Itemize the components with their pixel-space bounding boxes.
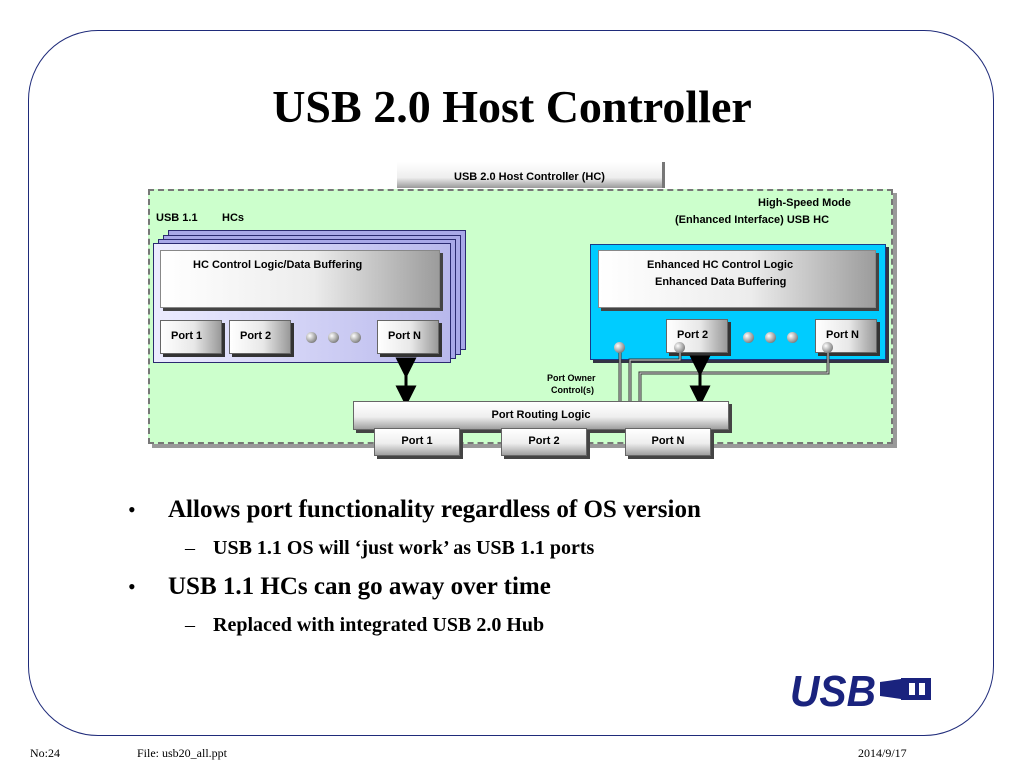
port-owner-label-1: Port Owner [547, 373, 596, 383]
slide-frame [28, 30, 994, 736]
bottom-port-1-label: Port 1 [401, 435, 433, 447]
footer-page-number: No:24 [30, 746, 60, 760]
sub-bullet-marker: – [185, 537, 195, 559]
bottom-port-n: Port N [625, 428, 711, 456]
legacy-port-2: Port 2 [229, 320, 291, 354]
port-routing-logic-box: Port Routing Logic [353, 401, 729, 430]
usb-plug-icon [880, 678, 931, 700]
port-connector-dot [674, 342, 685, 353]
ellipsis-dot [765, 332, 776, 343]
usb-logo-text: USB [790, 667, 876, 716]
bottom-port-n-label: Port N [651, 435, 685, 447]
hcs-label: HCs [222, 212, 245, 224]
legacy-logic-box: HC Control Logic/Data Buffering [160, 250, 440, 308]
legacy-port-2-label: Port 2 [240, 330, 272, 342]
ellipsis-dot [328, 332, 339, 343]
bullet-marker: • [128, 574, 136, 599]
slide-title: USB 2.0 Host Controller [272, 81, 752, 132]
usb-logo: USB [790, 667, 931, 716]
enhanced-logic-box: Enhanced HC Control Logic Enhanced Data … [598, 250, 876, 308]
legacy-port-n-label: Port N [388, 330, 421, 342]
bottom-port-1: Port 1 [374, 428, 460, 456]
highspeed-label-1: High-Speed Mode [758, 197, 851, 209]
bullet-marker: • [128, 497, 136, 522]
port-connector-dot [614, 342, 625, 353]
ellipsis-dot [350, 332, 361, 343]
legacy-logic-label: HC Control Logic/Data Buffering [193, 259, 363, 271]
hc-header-box: USB 2.0 Host Controller (HC) [397, 162, 665, 188]
highspeed-label-2: (Enhanced Interface) USB HC [675, 214, 830, 226]
hc-header-label: USB 2.0 Host Controller (HC) [454, 171, 605, 183]
legacy-port-1: Port 1 [160, 320, 222, 354]
bottom-port-2: Port 2 [501, 428, 587, 456]
enhanced-port-2-label: Port 2 [677, 329, 709, 341]
bullet-item-1: Allows port functionality regardless of … [168, 496, 701, 523]
legacy-port-n: Port N [377, 320, 439, 354]
sub-bullet-item-1: USB 1.1 OS will ‘just work’ as USB 1.1 p… [213, 537, 595, 559]
enhanced-logic-label-1: Enhanced HC Control Logic [647, 259, 794, 271]
sub-bullet-item-2: Replaced with integrated USB 2.0 Hub [213, 614, 545, 636]
bottom-port-2-label: Port 2 [528, 435, 560, 447]
port-owner-label-2: Control(s) [551, 385, 594, 395]
enhanced-logic-label-2: Enhanced Data Buffering [655, 276, 787, 288]
port-connector-dot [822, 342, 833, 353]
sub-bullet-marker: – [185, 614, 195, 636]
ellipsis-dot [306, 332, 317, 343]
legacy-port-1-label: Port 1 [171, 330, 203, 342]
usb11-label: USB 1.1 [156, 212, 198, 224]
footer-file-name: File: usb20_all.ppt [137, 746, 227, 760]
bullet-item-2: USB 1.1 HCs can go away over time [168, 573, 551, 600]
ellipsis-dot [743, 332, 754, 343]
enhanced-port-n-label: Port N [826, 329, 859, 341]
ellipsis-dot [787, 332, 798, 343]
footer-date: 2014/9/17 [858, 746, 907, 760]
port-routing-logic-label: Port Routing Logic [491, 409, 591, 421]
